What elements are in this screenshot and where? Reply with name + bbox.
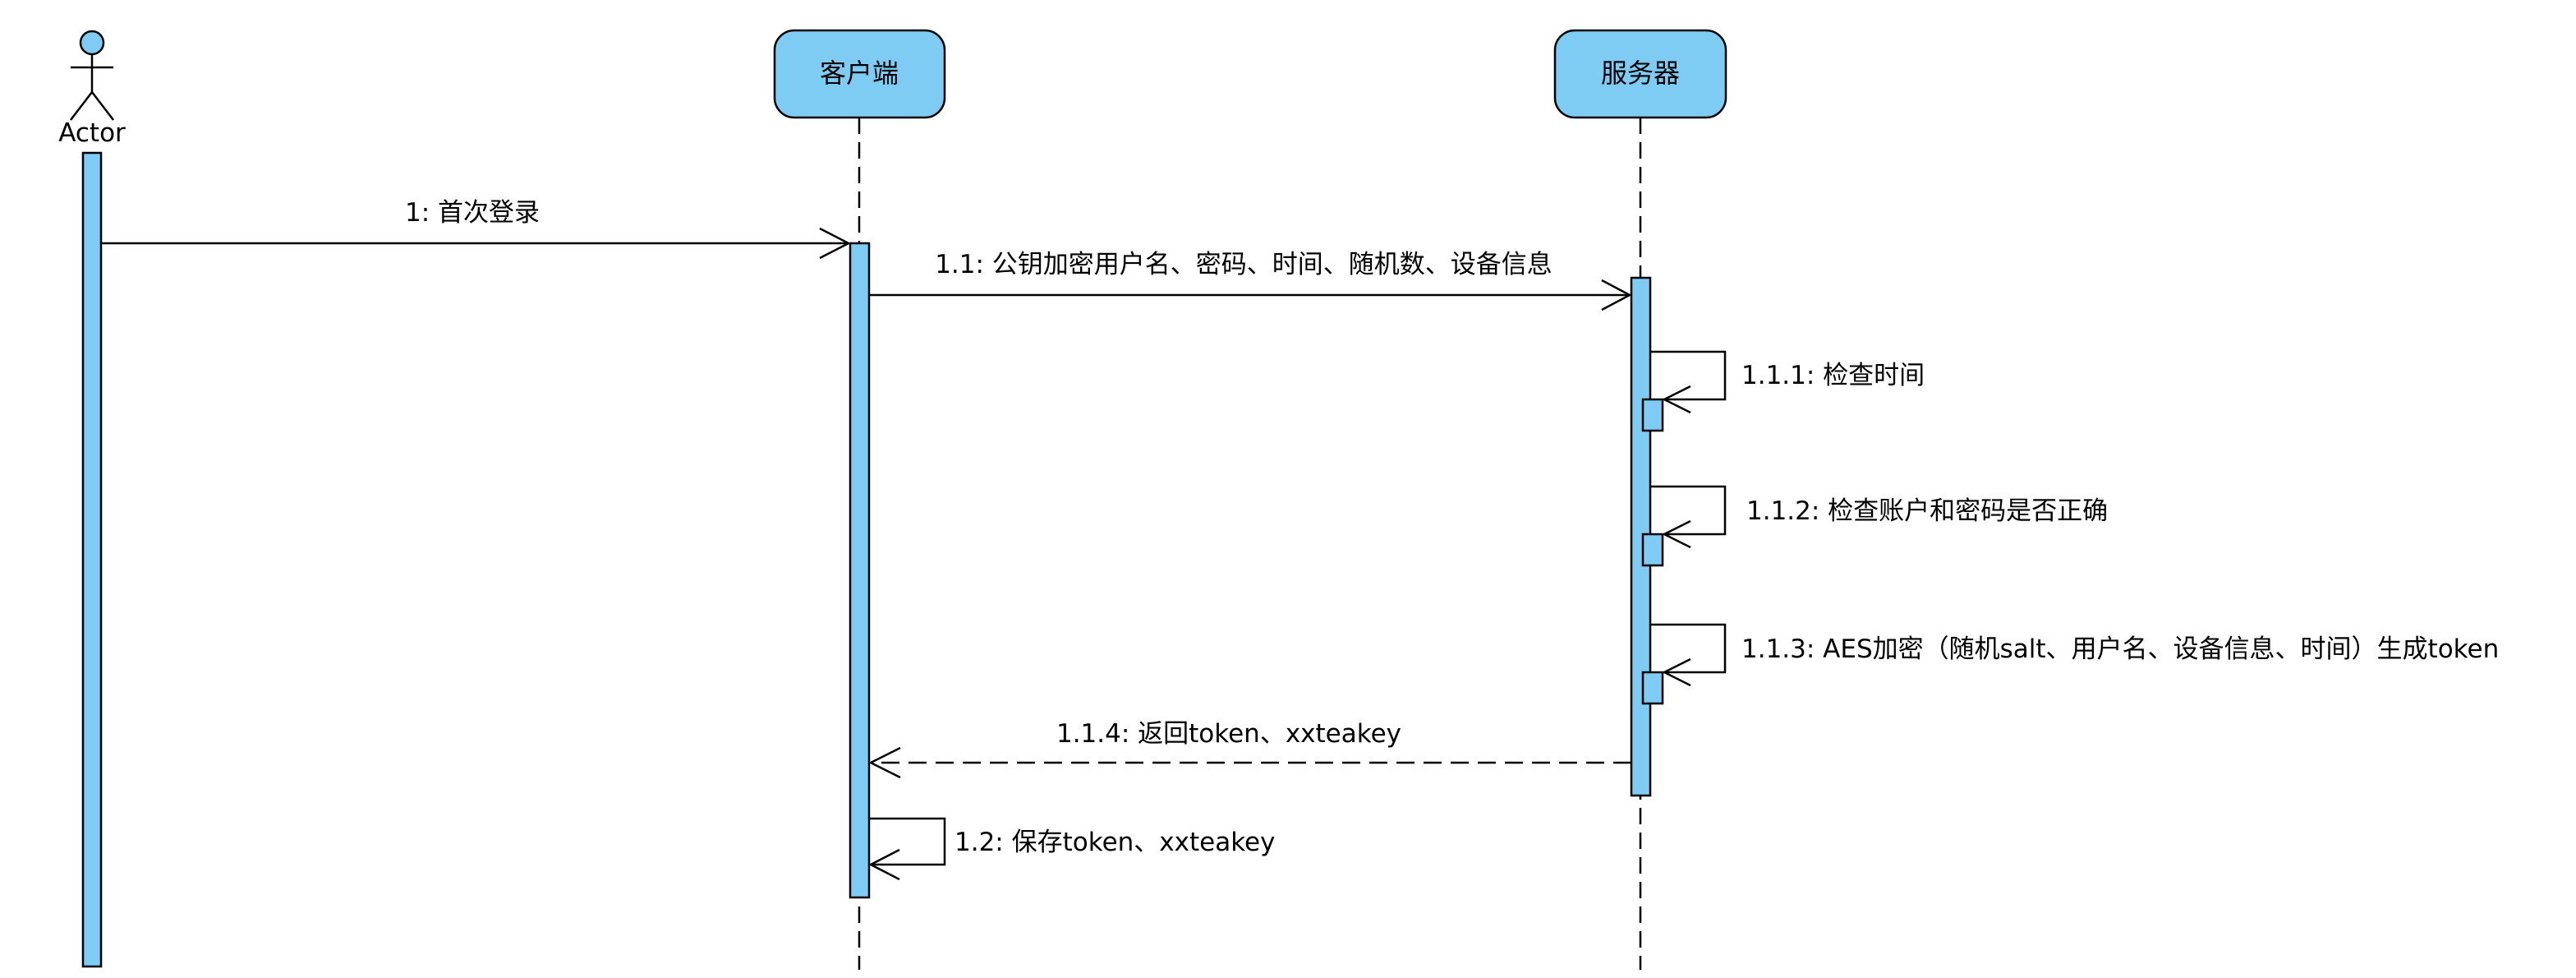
message-1-1-4 xyxy=(868,746,1631,779)
message-1 xyxy=(101,227,851,260)
actor-label: Actor xyxy=(58,118,126,148)
message-1-2-label: 1.2: 保存token、xxteakey xyxy=(954,828,1275,857)
message-1-1 xyxy=(869,279,1632,311)
message-1-1-4-label: 1.1.4: 返回token、xxteakey xyxy=(1056,719,1401,749)
participant-server: 服务器 xyxy=(1553,29,1727,119)
message-1-1-2 xyxy=(1650,485,1727,549)
activation-server-generate-token xyxy=(1641,671,1664,705)
participant-client: 客户端 xyxy=(773,29,946,119)
actor-figure xyxy=(70,30,114,121)
participant-server-label: 服务器 xyxy=(1601,58,1680,89)
activation-server-check-time xyxy=(1641,398,1664,432)
message-1-1-1 xyxy=(1650,350,1727,414)
activation-server-check-account xyxy=(1641,533,1664,567)
message-1-label: 1: 首次登录 xyxy=(405,198,540,228)
message-1-2 xyxy=(868,817,946,881)
message-1-1-3-label: 1.1.3: AES加密（随机salt、用户名、设备信息、时间）生成token xyxy=(1741,634,2499,664)
activation-actor xyxy=(81,151,103,968)
message-1-1-2-label: 1.1.2: 检查账户和密码是否正确 xyxy=(1746,496,2108,526)
activation-client xyxy=(849,242,871,899)
message-1-1-label: 1.1: 公钥加密用户名、密码、时间、随机数、设备信息 xyxy=(935,250,1552,279)
message-1-1-3 xyxy=(1650,623,1727,687)
message-1-1-1-label: 1.1.1: 检查时间 xyxy=(1741,361,1925,390)
participant-client-label: 客户端 xyxy=(820,58,899,89)
